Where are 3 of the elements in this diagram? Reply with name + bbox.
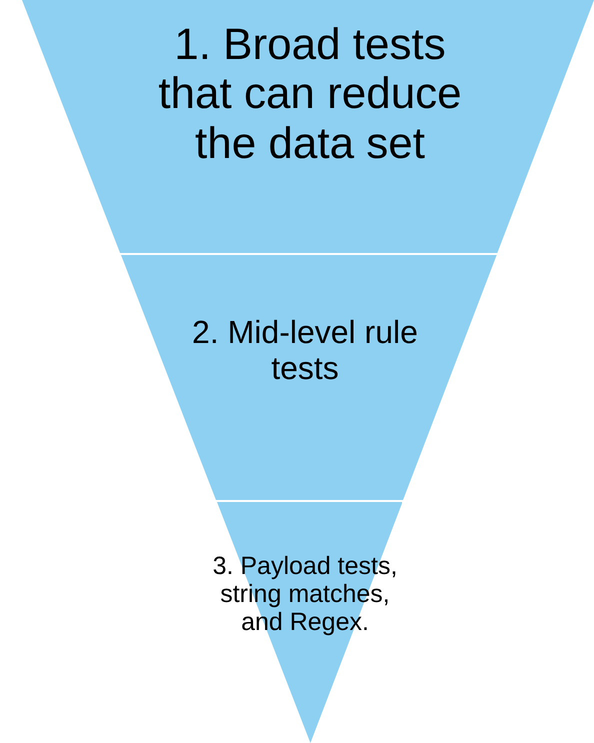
band-label: 3. Payload tests, string matches, and Regex. xyxy=(212,552,398,636)
band-label: 1. Broad tests that can reduce the data set xyxy=(157,20,463,168)
band-label: 2. Mid-level rule tests xyxy=(191,315,419,387)
